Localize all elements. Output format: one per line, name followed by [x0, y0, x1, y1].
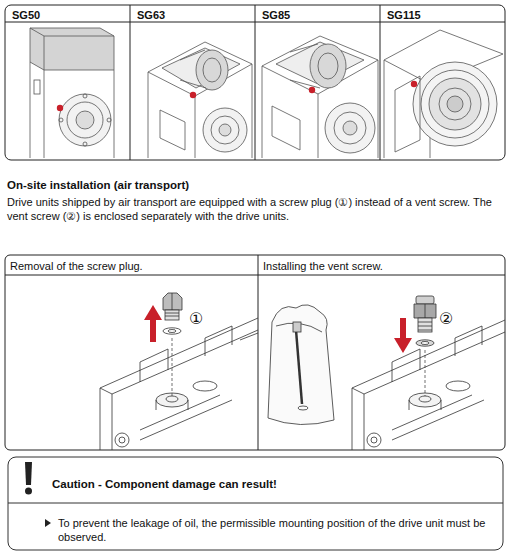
node-heading: SG63 — [137, 8, 247, 22]
callout-number: ① — [189, 311, 213, 327]
model-cell: SG115 — [380, 5, 505, 160]
model-cell: SG63 — [130, 5, 255, 160]
node-body: To prevent the leakage of oil, the permi… — [58, 516, 498, 545]
section-heading: On-site installation (air transport) — [7, 178, 407, 193]
node-heading: Caution - Component damage can result! — [52, 477, 492, 492]
node-heading: Removal of the screw plug. — [10, 259, 250, 273]
model-cell: SG85 — [255, 5, 380, 160]
caution-box: Caution - Component damage can result! To… — [8, 457, 503, 550]
step-panel: Installing the vent screw. — [258, 255, 505, 450]
body-text: Drive units shipped by air transport are… — [7, 195, 505, 224]
node-heading: SG85 — [262, 8, 372, 22]
node-heading: SG115 — [387, 8, 497, 22]
callout-number: ② — [439, 311, 463, 327]
step-panel: Removal of the screw plug. — [5, 255, 258, 450]
node-heading: Installing the vent screw. — [263, 259, 498, 273]
model-cell: SG50 — [5, 5, 130, 160]
node-heading: SG50 — [12, 8, 122, 22]
